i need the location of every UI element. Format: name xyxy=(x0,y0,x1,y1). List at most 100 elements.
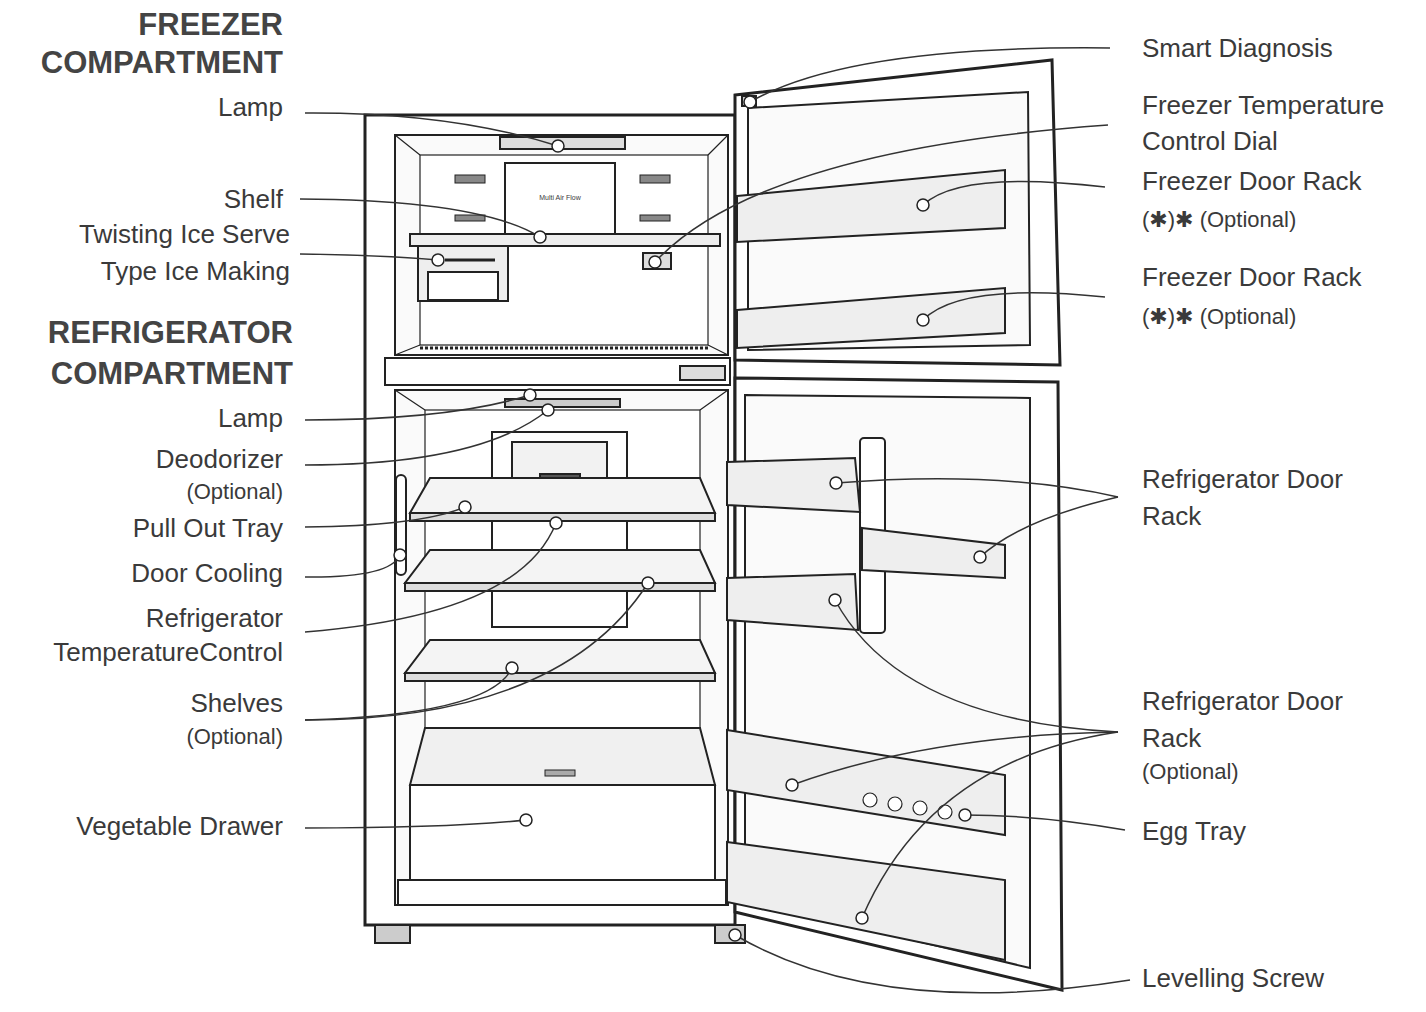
drawer-tab xyxy=(545,770,575,776)
temperature-dial xyxy=(643,253,671,269)
control-panel xyxy=(680,366,725,380)
foot xyxy=(375,925,410,943)
leader-line xyxy=(305,410,548,465)
fridge-corner-lines xyxy=(395,390,728,410)
air-duct xyxy=(505,163,615,235)
ice-maker xyxy=(418,246,508,301)
leader-line xyxy=(305,668,512,720)
callout-dot xyxy=(552,140,564,152)
callout-dot xyxy=(829,594,841,606)
drawer-cover xyxy=(410,728,715,785)
leader-line xyxy=(300,254,438,260)
shelf-edge xyxy=(405,583,715,591)
part-label: Vegetable Drawer xyxy=(13,809,283,843)
optional-note: (✱)✱ (Optional) xyxy=(1142,206,1422,234)
part-label: Pull Out Tray xyxy=(33,511,283,545)
part-label: Levelling Screw xyxy=(1142,961,1422,995)
fridge-lamp xyxy=(505,399,620,407)
freezer-corner-lines xyxy=(395,135,728,355)
leader-line xyxy=(735,935,1130,993)
section-heading: FREEZER COMPARTMENT xyxy=(0,6,283,82)
air-vent xyxy=(640,215,670,221)
air-vent xyxy=(455,215,485,221)
door-rack xyxy=(862,528,1005,578)
compartment-divider xyxy=(385,358,730,385)
part-label: Door Cooling xyxy=(33,556,283,590)
leader-line xyxy=(862,732,1118,918)
callout-dot xyxy=(786,779,798,791)
leader-line xyxy=(836,479,1118,497)
part-label: Egg Tray xyxy=(1142,814,1392,848)
part-label: Shelf xyxy=(83,182,283,216)
callout-dot xyxy=(542,404,554,416)
freezer-door-rack xyxy=(737,288,1005,348)
freezer-door-rack xyxy=(737,170,1005,242)
shelf-edge xyxy=(410,513,715,521)
part-label: Refrigerator Door Rack xyxy=(1142,683,1392,757)
egg-cup xyxy=(938,805,952,819)
duct-panel xyxy=(512,442,607,482)
foot xyxy=(715,925,745,943)
callout-dot xyxy=(506,662,518,674)
glass-shelf xyxy=(410,478,715,513)
panel-text: Multi Air Flow xyxy=(530,193,590,202)
part-label: Refrigerator TemperatureControl xyxy=(0,601,283,669)
leader-line xyxy=(792,732,1118,785)
freezer-interior xyxy=(395,135,728,355)
callout-dot xyxy=(524,389,536,401)
leader-line xyxy=(835,600,1118,732)
callout-dot xyxy=(394,549,406,561)
ice-tray xyxy=(428,272,498,300)
leader-line xyxy=(750,48,1110,102)
callout-dot xyxy=(744,96,756,108)
leader-line xyxy=(305,555,400,577)
callout-dot xyxy=(459,501,471,513)
leader-line xyxy=(305,113,558,146)
vegetable-drawer xyxy=(410,785,715,880)
optional-note: (Optional) xyxy=(1142,758,1392,786)
part-label: Refrigerator Door Rack xyxy=(1142,461,1392,535)
callout-dot xyxy=(856,912,868,924)
door-rack xyxy=(727,574,858,630)
part-label: Freezer Temperature Control Dial xyxy=(1142,87,1426,159)
drawer-base xyxy=(398,880,726,905)
fridge-air-duct xyxy=(492,432,627,627)
callout-dot xyxy=(550,517,562,529)
callout-dot xyxy=(959,809,971,821)
leader-line xyxy=(305,583,648,720)
shelf-edge xyxy=(405,673,715,681)
leader-line xyxy=(655,125,1108,262)
part-label: Freezer Door Rack xyxy=(1142,260,1422,294)
part-label: Shelves xyxy=(83,686,283,720)
part-label: Freezer Door Rack xyxy=(1142,164,1422,198)
callout-dot xyxy=(729,929,741,941)
callout-dot xyxy=(830,477,842,489)
fridge-interior xyxy=(395,390,728,905)
egg-cup xyxy=(913,801,927,815)
door-rack xyxy=(727,730,1005,835)
freezer-door xyxy=(735,60,1060,365)
glass-shelf xyxy=(405,640,715,673)
fridge-body xyxy=(365,115,735,925)
callout-dot xyxy=(917,199,929,211)
leader-line xyxy=(923,181,1105,205)
optional-note: (✱)✱ (Optional) xyxy=(1142,303,1422,331)
freezer-floor-grill xyxy=(420,347,708,350)
callout-dot xyxy=(917,314,929,326)
leader-line xyxy=(305,820,526,828)
callout-dot xyxy=(432,254,444,266)
leader-line xyxy=(305,395,530,420)
section-heading: REFRIGERATOR COMPARTMENT xyxy=(0,312,293,394)
egg-cup xyxy=(888,797,902,811)
callout-dot xyxy=(642,577,654,589)
ice-maker-handle xyxy=(445,259,495,262)
part-label: Twisting Ice Serve Type Ice Making xyxy=(40,216,290,290)
optional-note: (Optional) xyxy=(83,478,283,506)
air-vent xyxy=(640,175,670,183)
part-label: Lamp xyxy=(83,90,283,124)
part-label: Lamp xyxy=(83,401,283,435)
part-label: Smart Diagnosis xyxy=(1142,31,1422,65)
leader-line xyxy=(305,507,465,527)
